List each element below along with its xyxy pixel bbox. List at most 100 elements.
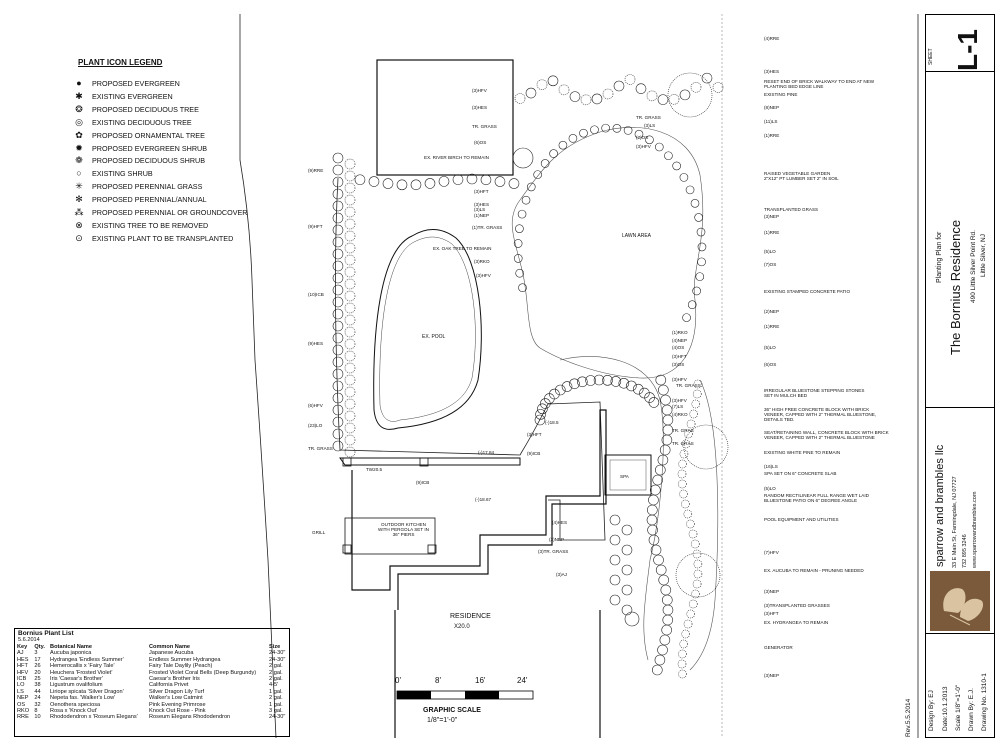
shrub-symbol bbox=[438, 176, 450, 187]
perennial-symbol bbox=[344, 302, 356, 314]
callout-note: EXISTING PINE bbox=[764, 92, 798, 97]
label-kitchen: OUTDOOR KITCHEN WITH PERGOLA SET IN 36" … bbox=[378, 522, 429, 537]
plan-type: Planting Plan for bbox=[936, 231, 943, 283]
perennial-symbol bbox=[677, 659, 687, 669]
perennial-symbol bbox=[344, 266, 356, 278]
callout-note: 36" HIGH FREE CONCRETE BLOCK WITH BRICK … bbox=[764, 407, 877, 422]
project-name: The Bornius Residence bbox=[948, 219, 963, 355]
perennial-symbol bbox=[344, 278, 356, 290]
existing-evergreen-symbol bbox=[683, 424, 729, 470]
table-cell: RRE bbox=[17, 714, 29, 721]
table-cell: 20 bbox=[34, 669, 41, 676]
transplant-icon: ⊙ bbox=[75, 232, 83, 243]
plant-callout: (3)HFT bbox=[672, 354, 687, 359]
table-cell: ICB bbox=[17, 676, 27, 683]
shrub-symbol bbox=[658, 574, 670, 586]
tree-removed-icon: ⊗ bbox=[75, 219, 83, 230]
perennial-symbol bbox=[681, 629, 690, 639]
plant-callout: (9)RRE bbox=[308, 168, 324, 173]
plant-list-header: Key bbox=[17, 644, 28, 650]
birch-symbol bbox=[512, 147, 534, 169]
leaf-logo-icon bbox=[943, 588, 984, 626]
retaining-wall bbox=[339, 457, 521, 466]
proposed-deciduous-shrub-icon: ❁ bbox=[75, 155, 83, 166]
plant-callout: (3)HFT bbox=[474, 189, 489, 194]
plant-callout: (3)TR. GRASS bbox=[538, 549, 569, 554]
perennial-symbol bbox=[540, 159, 550, 168]
callout-note: (1)RRE bbox=[764, 230, 780, 235]
legend-label: PROPOSED PERENNIAL/ANNUAL bbox=[92, 195, 207, 205]
shrub-symbol bbox=[494, 176, 506, 187]
perennial-symbol bbox=[344, 434, 356, 446]
callout-note: (5)LO bbox=[764, 486, 776, 491]
existing-shrub-icon: ○ bbox=[76, 168, 82, 179]
shrub-symbol bbox=[558, 84, 570, 96]
scale-tick: 16' bbox=[475, 676, 486, 685]
shrub-symbol bbox=[535, 409, 546, 420]
shrub-symbol bbox=[368, 176, 380, 187]
shrub-symbol bbox=[659, 634, 671, 646]
lawn-edge bbox=[511, 127, 704, 379]
scale-tick: 8' bbox=[435, 676, 441, 685]
table-cell: 3 gal. bbox=[269, 708, 283, 715]
table-cell: OS bbox=[17, 701, 26, 708]
table-cell: HFT bbox=[17, 663, 28, 670]
perennial-symbol bbox=[685, 185, 695, 195]
plant-callout: TR. GRASS bbox=[676, 383, 701, 388]
property-line-left bbox=[239, 62, 277, 739]
perennial-symbol bbox=[344, 422, 356, 434]
pier bbox=[427, 544, 437, 554]
shrub-symbol bbox=[657, 644, 668, 656]
shrub-symbol bbox=[332, 308, 344, 320]
legend-item: ✱EXISTING EVERGREEN bbox=[72, 91, 173, 101]
table-cell: HFV bbox=[17, 669, 29, 676]
table-cell: AJ bbox=[17, 650, 24, 657]
plant-callout: TR. GRASS bbox=[308, 446, 333, 451]
shrub-symbol bbox=[655, 564, 667, 576]
shrub-symbol bbox=[658, 384, 669, 396]
perennial-symbol bbox=[672, 161, 681, 171]
table-cell: 38 bbox=[34, 682, 41, 689]
revision-date: Rev.5.5.2014 bbox=[905, 698, 912, 737]
callout-note: (3)TRANSPLANTED GRASSES bbox=[764, 603, 830, 608]
legend-item: ✳PROPOSED PERENNIAL GRASS bbox=[72, 182, 202, 192]
table-cell: Walker's Low Catmint bbox=[149, 695, 203, 702]
table-cell: 1 gal. bbox=[269, 688, 283, 695]
shrub-symbol bbox=[593, 374, 605, 386]
callout-note: (11)LS bbox=[764, 119, 778, 124]
shrub-symbol bbox=[621, 584, 633, 596]
design-by: Design By: EJ bbox=[928, 690, 935, 731]
perennial-symbol bbox=[684, 429, 693, 439]
perennial-symbol bbox=[697, 257, 706, 267]
shrub-symbol bbox=[549, 388, 560, 400]
perennial-symbol bbox=[693, 379, 703, 389]
table-cell: 4-5' bbox=[269, 682, 279, 689]
table-cell: Roseum Elegans Rhododendron bbox=[149, 714, 231, 721]
plant-callout: (3)LS bbox=[644, 123, 656, 128]
perennial-symbol bbox=[679, 489, 688, 499]
drawing-date: Date:10.1.2013 bbox=[942, 686, 949, 731]
shrub-symbol bbox=[555, 384, 566, 396]
perennial-symbol bbox=[344, 182, 356, 194]
perennial-symbol bbox=[688, 599, 698, 609]
plant-callout: TR. GRAS bbox=[672, 428, 694, 433]
table-cell: Ligustrum ovalifolium bbox=[50, 682, 103, 689]
shrub-symbol bbox=[648, 397, 660, 408]
shrub-symbol bbox=[332, 440, 344, 452]
table-cell: LO bbox=[17, 682, 25, 689]
legend-label: EXISTING EVERGREEN bbox=[92, 91, 173, 101]
label-elev2: (-)18.5 bbox=[545, 420, 559, 425]
perennial-symbol bbox=[344, 446, 356, 458]
perennial-symbol bbox=[344, 338, 356, 350]
shrub-symbol bbox=[332, 296, 344, 308]
shrub-symbol bbox=[332, 188, 344, 200]
table-cell: 2 gal. bbox=[269, 663, 283, 670]
shrub-symbol bbox=[655, 464, 666, 476]
callout-note: (5)LO bbox=[764, 249, 776, 254]
shrub-symbol bbox=[679, 89, 691, 101]
legend-item: ✿PROPOSED ORNAMENTAL TREE bbox=[72, 130, 205, 140]
